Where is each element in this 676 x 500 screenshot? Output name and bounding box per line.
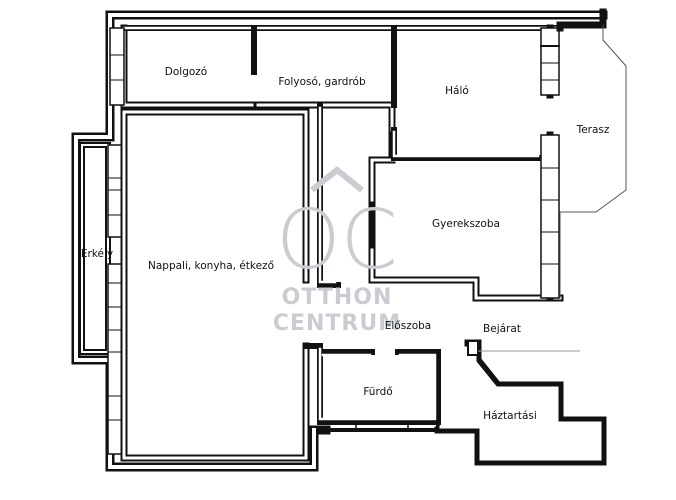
room-label-bejarat: Bejárat xyxy=(483,323,521,335)
room-label-erkely: Erkély xyxy=(81,248,113,260)
watermark-line2: CENTRUM xyxy=(273,311,401,336)
room-label-gyerekszoba: Gyerekszoba xyxy=(432,218,500,230)
watermark: OC OTTHON CENTRUM xyxy=(273,166,401,336)
entry-door xyxy=(467,340,479,356)
outer-wall-inner xyxy=(74,13,605,469)
halo-gyerek-wall-w xyxy=(392,130,540,158)
room-label-folyoso: Folyosó, gardrób xyxy=(278,76,366,88)
room-label-eloszoba: Előszoba xyxy=(385,320,431,332)
walls xyxy=(71,8,627,472)
haztartasi-wall-inner xyxy=(439,344,602,461)
room-label-terasz: Terasz xyxy=(576,124,610,136)
room-label-dolgozo: Dolgozó xyxy=(165,66,207,78)
room-label-furdo: Fürdő xyxy=(363,386,392,398)
room-label-nappali: Nappali, konyha, étkező xyxy=(148,260,274,272)
watermark-letters: OC xyxy=(276,193,398,288)
halo-window xyxy=(540,27,560,96)
haztartasi-wall xyxy=(434,339,607,466)
kitchen-divider-inner xyxy=(318,106,337,284)
halo-gyerek-wall xyxy=(391,127,543,161)
room-labels: Dolgozó Folyosó, gardrób Háló Terasz Gye… xyxy=(81,66,610,422)
watermark-line1: OTTHON xyxy=(282,285,393,310)
top-right-wall xyxy=(556,8,607,32)
watermark-roof-icon xyxy=(310,166,364,193)
nappali-wall-inner xyxy=(122,110,308,460)
terrace-outline xyxy=(559,24,627,213)
gyerek-window xyxy=(540,134,560,299)
eloszoba-wall-inner xyxy=(318,347,437,421)
eloszoba-wall xyxy=(303,343,441,425)
dolgozo-window xyxy=(109,27,125,106)
room-label-halo: Háló xyxy=(445,85,469,97)
room-label-haztartasi: Háztartási xyxy=(483,410,537,422)
